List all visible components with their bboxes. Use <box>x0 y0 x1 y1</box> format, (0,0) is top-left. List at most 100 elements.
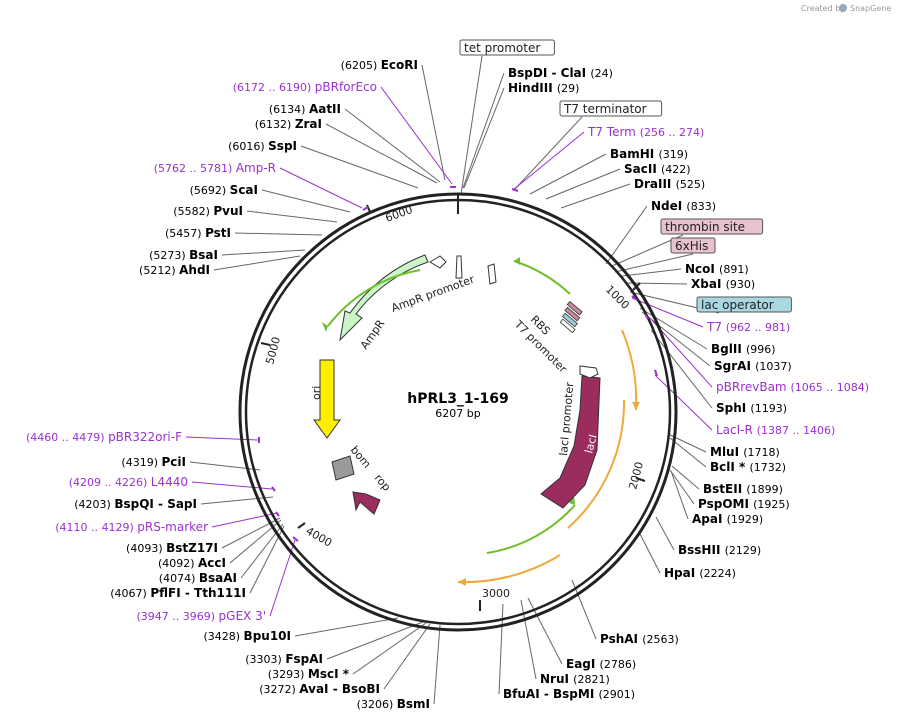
leader-lines <box>185 55 720 705</box>
ampr-promoter-arrow <box>429 255 447 269</box>
leader-pbrforeco <box>380 86 453 185</box>
label-aatii: (6134) AatII <box>269 102 341 116</box>
label-fspai: (3303) FspAI <box>245 652 323 666</box>
leader-pvui <box>246 210 338 223</box>
leader-bcli <box>669 437 707 468</box>
label-msci: (3293) MscI * <box>268 667 350 681</box>
leader-xbai <box>625 282 688 285</box>
leader-bpu10i <box>294 617 399 637</box>
primer-mark-lacir <box>654 369 658 377</box>
primer-mark-prsmarker <box>275 511 280 517</box>
leader-apai <box>670 470 689 520</box>
tick-6000 <box>366 204 371 213</box>
label-bsai: (5273) BsaI <box>149 248 218 262</box>
leader-sacii <box>545 168 621 200</box>
tick-marks <box>260 194 646 611</box>
label-pbrrevbam: pBRrevBam (1065 .. 1084) <box>716 380 869 394</box>
label-t7-term: T7 Term (256 .. 274) <box>587 125 704 139</box>
label-bstz17i: (4093) BstZ17I <box>126 541 218 555</box>
primer-mark-pbrrevbam <box>644 313 649 320</box>
leader-bglii <box>639 307 708 350</box>
leader-bsteii <box>671 465 700 490</box>
primer-mark-t7 <box>631 295 638 301</box>
label-pspomi: PspOMI (1925) <box>698 497 790 511</box>
primer-mark-ampr <box>362 206 369 211</box>
leader-t7 <box>631 297 704 328</box>
laci-label: lacI <box>582 433 599 455</box>
leader-pbr322ori-f <box>185 436 259 441</box>
orange-orf-arc-1 <box>621 329 638 411</box>
label-sphi: SphI (1193) <box>716 401 787 415</box>
leader-tet-promoter <box>460 55 483 195</box>
outer-labels: (6205) EcoRI(6172 .. 6190) pBRforEco(613… <box>26 39 869 711</box>
bom-feature <box>331 455 355 481</box>
label-box-thrombin-site <box>660 218 764 235</box>
tick-4000 <box>297 522 306 529</box>
leader-draiii <box>560 183 631 209</box>
label-tet-promoter: tet promoter <box>464 41 540 55</box>
lac-operator-block <box>562 312 578 328</box>
snapgene-logo-icon <box>839 4 847 12</box>
tick-label-1000: 1000 <box>603 283 632 312</box>
watermark-brand: SnapGene <box>850 4 891 13</box>
leader-avai-bsobi <box>383 623 431 690</box>
label-l4440: (4209 .. 4226) L4440 <box>69 475 188 489</box>
label-pbrforeco: (6172 .. 6190) pBRforEco <box>233 80 377 94</box>
leader-fspai <box>326 621 424 660</box>
leader-ecori <box>421 64 446 181</box>
t7-feature-stack <box>559 300 583 334</box>
ampr-orf-arc <box>327 269 421 327</box>
leader-pshai <box>571 579 597 640</box>
label-t7: T7 (962 .. 981) <box>706 320 790 334</box>
features <box>313 254 640 586</box>
leader-pcii <box>189 461 261 471</box>
orange-orf-arrowhead-3 <box>458 578 466 586</box>
rop-feature <box>352 491 381 515</box>
thrombin-block <box>566 300 583 316</box>
label-ndei: NdeI (833) <box>651 199 716 213</box>
tick-label-3000: 3000 <box>482 587 510 600</box>
label-bpu10i: (3428) Bpu10I <box>203 629 291 643</box>
orange-orf-arc-3 <box>457 554 561 584</box>
tick-5000 <box>260 342 271 346</box>
label-avai-bsobi: (3272) AvaI - BsoBI <box>259 682 380 696</box>
leader-amp-r <box>279 167 363 209</box>
label-scai: (5692) ScaI <box>190 183 258 197</box>
tick-label-4000: 4000 <box>304 524 335 549</box>
leader-ahdi <box>213 255 301 271</box>
rbs-block <box>559 318 576 334</box>
label-bsaai: (4074) BsaAI <box>159 571 237 585</box>
label-ahdi: (5212) AhdI <box>139 263 210 277</box>
label-acci: (4092) AccI <box>158 556 226 570</box>
feature-labels: AmpR promoter AmpR ori bom rop RBS T7 pr… <box>310 273 600 494</box>
leader-laci-r <box>654 374 713 431</box>
label-bcli: BclI * (1732) <box>710 460 786 474</box>
leader-bfuai-bspmi <box>498 603 504 695</box>
label-pbr322ori-f: (4460 .. 4479) pBR322ori-F <box>26 430 182 444</box>
label-6xhis: 6xHis <box>675 239 708 253</box>
laci-feature <box>540 375 601 509</box>
leader-zrai <box>325 123 438 184</box>
label-sspi: (6016) SspI <box>228 139 297 153</box>
leader-bamhi <box>529 153 607 195</box>
label-psti: (5457) PstI <box>165 226 231 240</box>
plasmid-length: 6207 bp <box>435 407 480 420</box>
ampr-orf-arrowhead <box>322 322 328 332</box>
leader-6xhis <box>614 253 694 273</box>
label-zrai: (6132) ZraI <box>255 117 322 131</box>
orange-orf-arrowhead-1 <box>632 402 640 410</box>
primer-mark-t7term <box>511 188 519 192</box>
label-box-6xhis <box>670 237 716 254</box>
t7-terminator-feature <box>487 263 497 285</box>
leader-hpai <box>639 533 661 574</box>
ori-label: ori <box>310 386 323 400</box>
label-pshai: PshAI (2563) <box>600 632 679 646</box>
leader-msci <box>352 622 427 675</box>
label-ncoi: NcoI (891) <box>685 262 749 276</box>
watermark-prefix: Created by <box>801 4 845 13</box>
leader-pspomi <box>669 469 695 505</box>
leader-scai <box>261 189 351 213</box>
leader-sphi <box>650 329 713 409</box>
label-lac-operator: lac operator <box>701 298 774 312</box>
